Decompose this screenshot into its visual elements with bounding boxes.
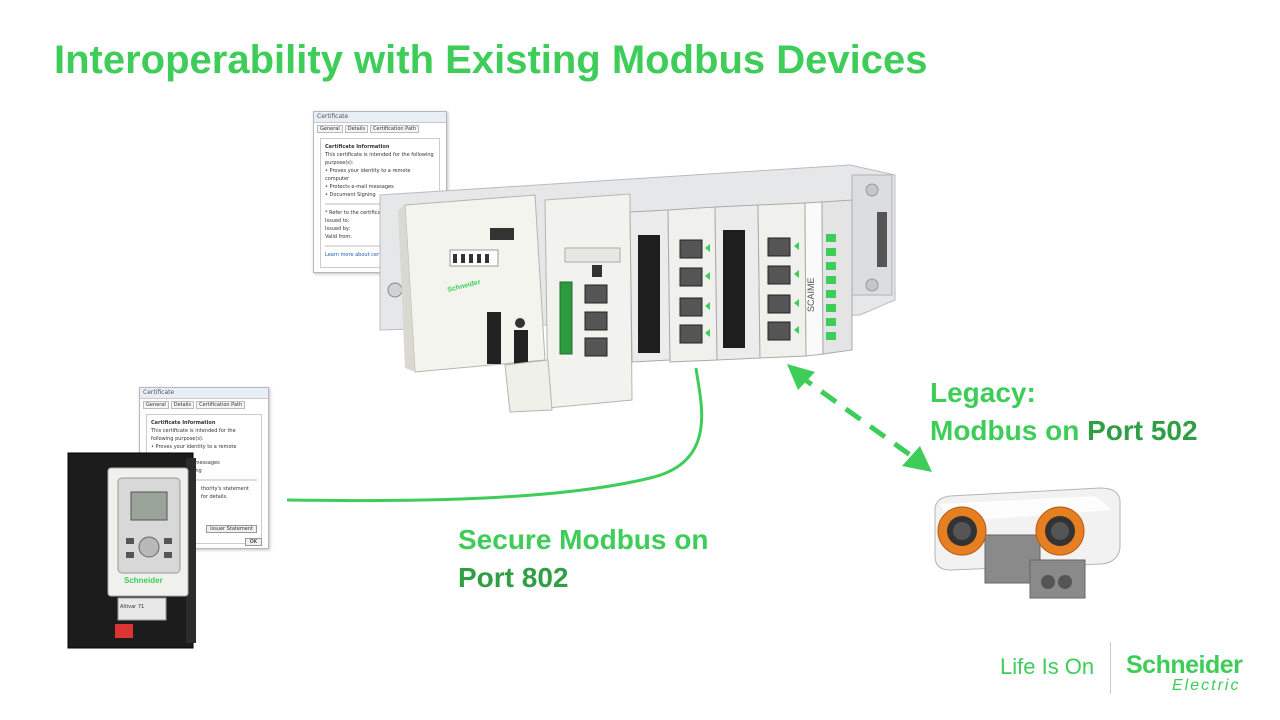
scaime-label: SCAIME <box>806 277 816 312</box>
certificate-note: * Refer to the certification authori <box>325 210 410 216</box>
led-panel <box>564 247 621 263</box>
certificate-tabs: General Details Certification Path <box>314 123 446 135</box>
tab-certification-path: Certification Path <box>370 125 420 133</box>
tab-certification-path: Certification Path <box>196 401 246 409</box>
tab-details: Details <box>170 401 195 409</box>
plc-port-slot <box>514 330 528 368</box>
logo-line1: Schneider <box>1126 651 1243 679</box>
arrowhead-down-icon <box>902 446 932 472</box>
display-strip <box>449 249 499 267</box>
legacy-connection-line <box>795 371 922 465</box>
footer-divider <box>1110 642 1111 694</box>
drive-model-label: Altivar 71 <box>120 604 144 610</box>
legacy-port-label: Port 502 <box>1087 415 1198 446</box>
certificate-purpose: This certificate is intended for the fol… <box>151 428 236 442</box>
certificate-issued-by: Issued by: <box>325 226 351 232</box>
footer-tagline: Life Is On <box>1000 654 1095 679</box>
certificate-title-bar: Certificate <box>314 112 446 123</box>
arrowhead-up-icon <box>787 364 815 390</box>
usb-port <box>592 265 602 277</box>
secure-label-line1: Secure Modbus on <box>458 524 709 555</box>
plc-port-slot <box>487 312 501 364</box>
certificate-learn-more: Learn more about certificates <box>325 252 399 258</box>
schneider-logo: Schneider Electric <box>1126 651 1243 694</box>
ethernet-port <box>584 337 608 357</box>
issuer-statement-button: Issuer Statement <box>206 525 257 533</box>
rack-screw <box>387 282 403 298</box>
certificate-title-bar: Certificate <box>140 388 268 399</box>
certificate-purpose: This certificate is intended for the fol… <box>325 152 434 166</box>
legacy-sensor <box>934 487 1121 599</box>
slide-title: Interoperability with Existing Modbus De… <box>54 38 928 82</box>
certificate-heading: Certificate Information <box>325 144 390 150</box>
variable-speed-drive: Schneider Altivar 71 <box>67 452 196 649</box>
warning-label <box>115 624 133 638</box>
certificate-item: • Protects e-mail messages <box>325 184 394 190</box>
certificate-tabs: General Details Certification Path <box>140 399 268 411</box>
tab-details: Details <box>344 125 369 133</box>
ok-button: OK <box>244 538 262 546</box>
memory-card <box>559 281 573 355</box>
legacy-label: Legacy: Modbus on Port 502 <box>930 374 1198 450</box>
ethernet-port <box>584 311 608 331</box>
power-supply-foot <box>504 359 553 413</box>
certificate-item: • Proves your identity to a remote compu… <box>325 168 411 182</box>
secure-connection-line <box>286 367 704 503</box>
module-label <box>490 228 514 240</box>
io-modules <box>629 199 853 363</box>
certificate-note: thority's statement for details. <box>201 486 249 500</box>
drive-dial <box>138 536 160 558</box>
drive-brand-label: Schneider <box>124 576 163 585</box>
plc-rack: Schneider <box>379 164 896 413</box>
legacy-label-prefix: Modbus on <box>930 415 1088 446</box>
tab-general: General <box>317 125 343 133</box>
rack-connector <box>877 212 887 267</box>
reset-button <box>515 318 525 328</box>
certificate-item: • Document Signing <box>325 192 376 198</box>
certificate-issued-to: Issued to: <box>325 218 350 224</box>
drive-display <box>130 491 168 521</box>
logo-line2: Electric <box>1172 677 1241 694</box>
secure-port-label: Port 802 <box>458 562 569 593</box>
tab-general: General <box>143 401 169 409</box>
secure-label: Secure Modbus on Port 802 <box>458 521 708 597</box>
certificate-valid-from: Valid from: <box>325 234 352 240</box>
ethernet-port <box>584 284 608 304</box>
certificate-heading: Certificate Information <box>151 420 216 426</box>
legacy-label-line1: Legacy: <box>930 377 1036 408</box>
